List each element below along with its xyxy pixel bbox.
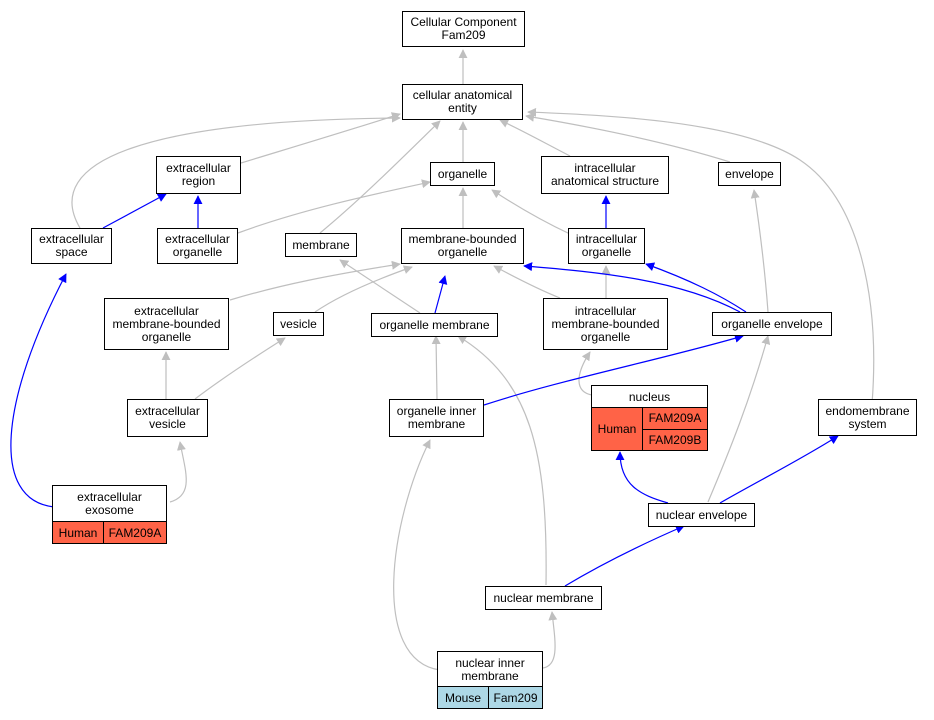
edge-orgmembrane-mbo (434, 275, 448, 314)
edge-ecorganelle-organelle (237, 179, 431, 234)
node-extracellular-vesicle[interactable]: extracellular vesicle (127, 399, 208, 437)
edge-icmbo-mbo (493, 265, 561, 299)
node-nuclear-envelope[interactable]: nuclear envelope (648, 503, 755, 527)
node-extracellular-space[interactable]: extracellular space (31, 228, 112, 264)
node-envelope[interactable]: envelope (718, 162, 781, 186)
edge-ias-cae (499, 119, 571, 157)
edge-vesicle-mbo (314, 265, 413, 313)
edge-endomembrane-cae (527, 107, 875, 405)
node-nuclear-membrane[interactable]: nuclear membrane (485, 586, 602, 610)
edge-nucenvelope-nucleus (615, 451, 669, 504)
node-nuclear-inner-membrane[interactable]: nuclear inner membrane (437, 651, 543, 687)
edge-ecvesicle-vesicle (194, 337, 286, 400)
node-extracellular-organelle[interactable]: extracellular organelle (157, 228, 238, 264)
gene-cell[interactable]: FAM209A (103, 522, 166, 543)
edge-envelope-child (750, 189, 769, 313)
edge-nucenvelope-endomembrane (719, 435, 839, 504)
node-nucleus[interactable]: nucleus (591, 385, 708, 408)
node-organelle-envelope[interactable]: organelle envelope (712, 312, 832, 336)
node-vesicle[interactable]: vesicle (273, 312, 324, 336)
gene-cell[interactable]: FAM209B (642, 428, 707, 450)
edge-nucmembrane-orgmembrane (457, 335, 547, 586)
edge-exosome-ecvesicle (169, 441, 187, 503)
edge-envelope-cae (525, 112, 731, 163)
gene-cell[interactable]: Fam209 (488, 687, 542, 708)
node-intracellular-organelle[interactable]: intracellular organelle (568, 228, 645, 264)
node-membrane-bounded-organelle[interactable]: membrane-bounded organelle (401, 228, 524, 264)
species-cell: Human (53, 522, 103, 543)
exosome-annotation-table: Human FAM209A (52, 521, 167, 544)
edge-orgmembrane-membrane (339, 259, 421, 314)
node-endomembrane-system[interactable]: endomembrane system (818, 399, 917, 436)
edge-ecregion-cae (240, 112, 401, 164)
edge-nim-nucmembrane (542, 611, 558, 669)
edge-oim-orgenvelope (483, 333, 744, 406)
node-membrane[interactable]: membrane (285, 233, 357, 257)
node-extracellular-membrane-bounded-organelle[interactable]: extracellular membrane-bounded organelle (104, 298, 229, 350)
species-cell: Mouse (438, 687, 488, 708)
edge-ecspace-cae (71, 113, 401, 229)
gene-cell[interactable]: FAM209A (642, 408, 707, 429)
node-organelle[interactable]: organelle (430, 162, 495, 186)
node-root[interactable]: Cellular Component Fam209 (402, 11, 525, 47)
edge-exosome-ecspace (10, 273, 67, 508)
edge-orgenvelope-icorganelle (645, 262, 747, 313)
node-intracellular-membrane-bounded-organelle[interactable]: intracellular membrane-bounded organelle (543, 298, 668, 350)
node-organelle-inner-membrane[interactable]: organelle inner membrane (389, 399, 484, 437)
edge-nim-oim (393, 439, 441, 671)
node-intracellular-anatomical-structure[interactable]: intracellular anatomical structure (541, 156, 669, 194)
node-extracellular-exosome[interactable]: extracellular exosome (52, 485, 167, 522)
nim-annotation-table: Mouse Fam209 (437, 686, 543, 709)
edge-orgenvelope-mbo (523, 262, 741, 313)
edge-nucleus-icmbo (578, 351, 593, 396)
edge-nucmembrane-nucenvelope (564, 525, 685, 587)
node-extracellular-region[interactable]: extracellular region (156, 156, 241, 194)
edge-membrane-cae (319, 120, 441, 234)
edge-nucenvelope-orgenvelope (707, 335, 771, 503)
edge-oim-orgmembrane (431, 335, 441, 400)
node-cellular-anatomical-entity[interactable]: cellular anatomical entity (402, 84, 523, 120)
edge-ecspace-ecregion (102, 193, 167, 229)
node-organelle-membrane[interactable]: organelle membrane (371, 313, 498, 337)
species-cell: Human (592, 408, 642, 450)
edge-ecmbo-mbo (229, 260, 401, 301)
edge-icorganelle-organelle (491, 189, 571, 235)
nucleus-annotation-table: Human FAM209A FAM209B (591, 407, 708, 451)
